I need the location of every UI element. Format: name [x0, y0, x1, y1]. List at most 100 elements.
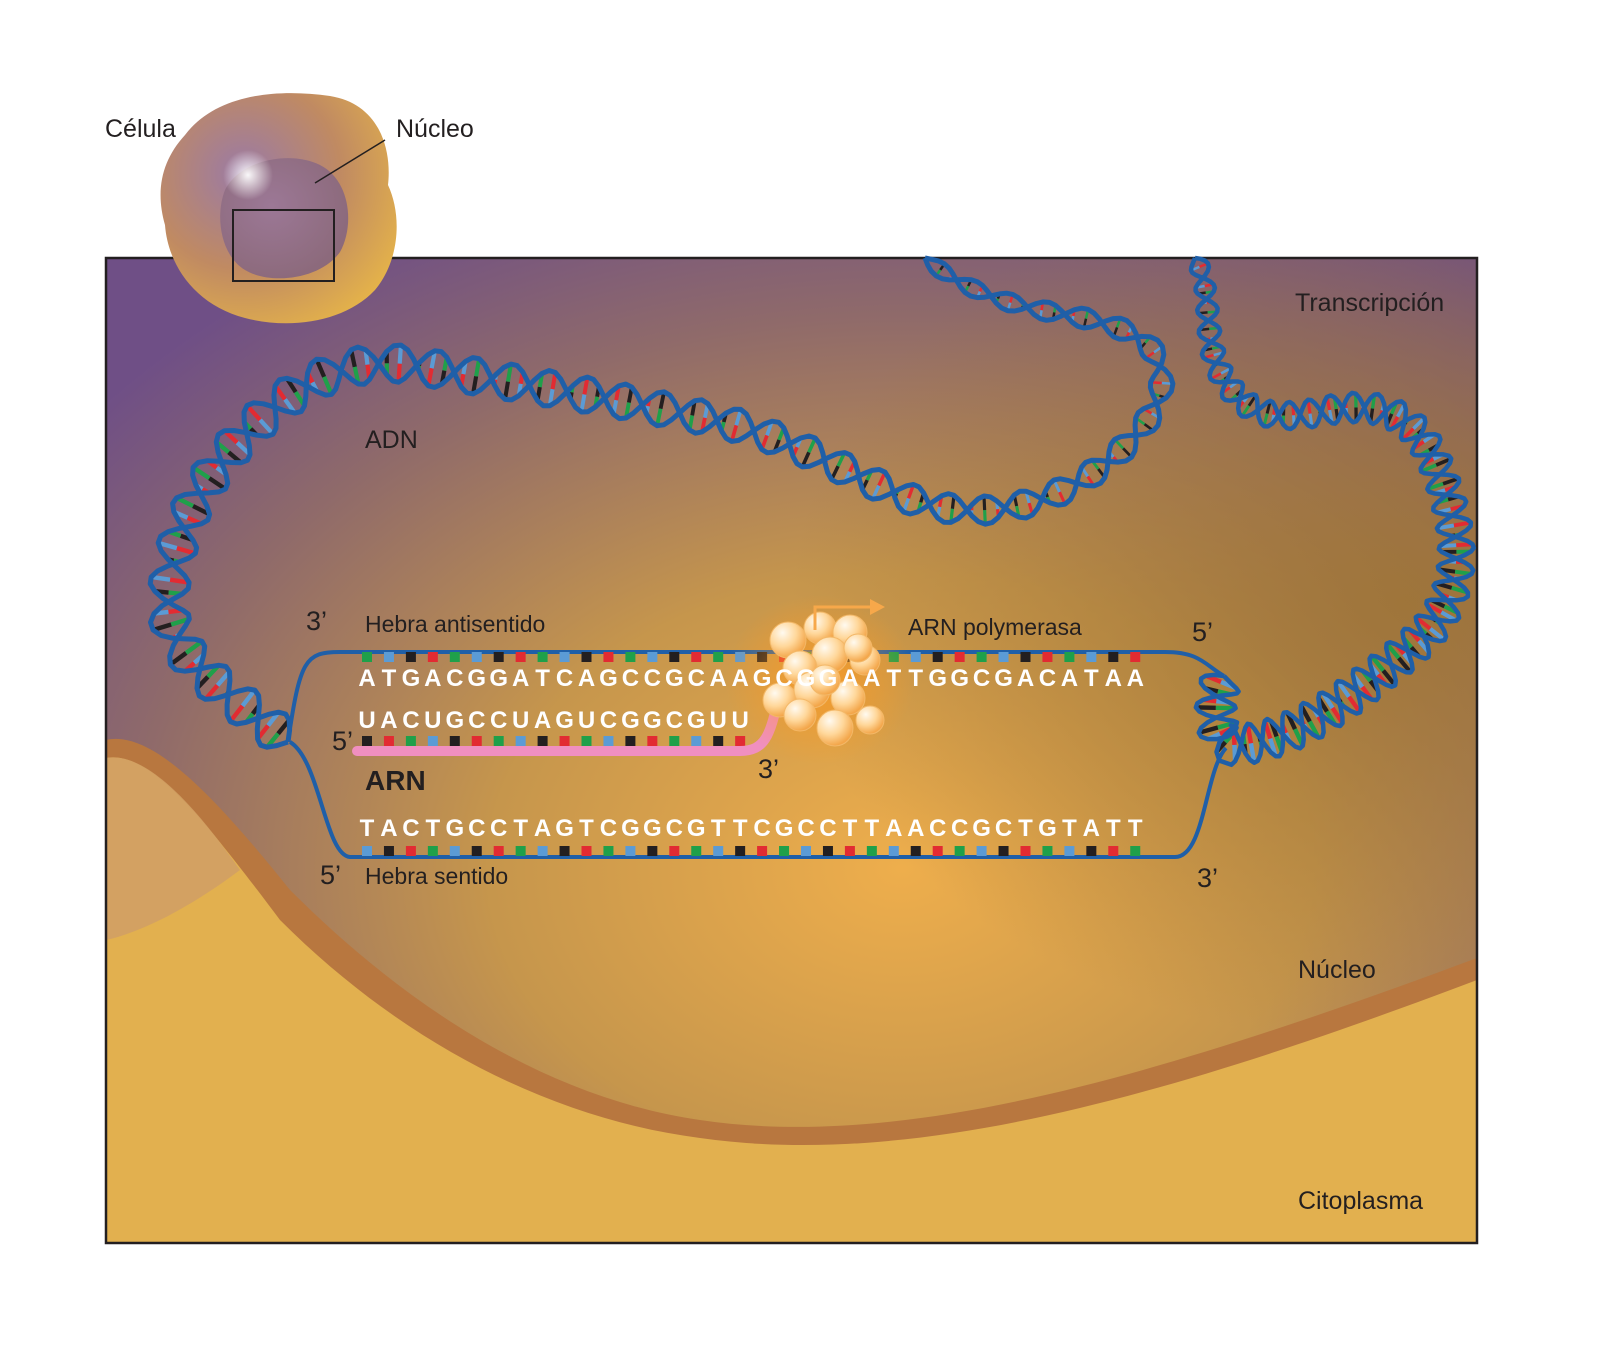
nucleotide-letter: G: [687, 815, 706, 842]
base-tick: [384, 652, 394, 662]
nucleotide-letter: C: [402, 707, 419, 734]
base-tick: [494, 846, 504, 856]
base-tick: [647, 846, 657, 856]
antisense-3-end: 3’: [306, 606, 327, 636]
base-tick: [494, 736, 504, 746]
nucleotide-letter: C: [622, 665, 639, 692]
base-tick: [1021, 846, 1031, 856]
nucleotide-letter: G: [775, 815, 794, 842]
nucleotide-letter: G: [489, 665, 508, 692]
nucleotide-letter: G: [687, 707, 706, 734]
nucleotide-letter: A: [710, 665, 727, 692]
nucleotide-letter: T: [908, 665, 923, 692]
base-tick: [669, 736, 679, 746]
base-tick: [450, 846, 460, 856]
base-tick: [757, 846, 767, 856]
nucleotide-letter: A: [907, 815, 924, 842]
base-tick: [384, 736, 394, 746]
base-tick: [1021, 652, 1031, 662]
nucleotide-letter: G: [643, 707, 662, 734]
base-tick: [889, 846, 899, 856]
nucleotide-letter: G: [1038, 815, 1057, 842]
nucleotide-letter: C: [644, 665, 661, 692]
nucleotide-letter: C: [556, 665, 573, 692]
base-tick: [472, 652, 482, 662]
nucleotide-letter: C: [446, 665, 463, 692]
nucleotide-letter: G: [753, 665, 772, 692]
nucleotide-letter: C: [402, 815, 419, 842]
sense-3-end: 3’: [1197, 863, 1218, 893]
base-tick: [713, 652, 723, 662]
nucleotide-letter: C: [929, 815, 946, 842]
nucleotide-letter: U: [512, 707, 529, 734]
base-tick: [999, 652, 1009, 662]
nucleotide-letter: C: [995, 815, 1012, 842]
base-tick: [472, 846, 482, 856]
nucleotide-letter: C: [666, 707, 683, 734]
nucleotide-letter: T: [360, 815, 375, 842]
base-tick: [955, 652, 965, 662]
base-tick: [560, 736, 570, 746]
base-tick: [362, 652, 372, 662]
nucleotide-letter: C: [666, 815, 683, 842]
base-tick: [582, 846, 592, 856]
base-tick: [450, 736, 460, 746]
base-tick: [691, 846, 701, 856]
nucleotide-letter: G: [555, 707, 574, 734]
base-tick: [647, 736, 657, 746]
base-tick: [955, 846, 965, 856]
nucleotide-letter: G: [621, 707, 640, 734]
base-tick: [384, 846, 394, 856]
rna-label: ARN: [365, 765, 426, 796]
nucleotide-letter: U: [358, 707, 375, 734]
rna-5-end: 5’: [332, 726, 353, 756]
nucleotide-letter: A: [534, 707, 551, 734]
base-tick: [713, 736, 723, 746]
nucleotide-letter: C: [753, 815, 770, 842]
base-tick: [428, 652, 438, 662]
dna-label: ADN: [365, 426, 418, 454]
nucleotide-letter: T: [886, 665, 901, 692]
base-tick: [582, 652, 592, 662]
nucleotide-letter: A: [863, 665, 880, 692]
nucleotide-letter: A: [731, 665, 748, 692]
base-tick: [779, 846, 789, 856]
cell-label: Célula: [105, 115, 176, 143]
nucleotide-letter: G: [643, 815, 662, 842]
nucleotide-letter: A: [1105, 665, 1122, 692]
base-tick: [735, 736, 745, 746]
nucleotide-letter: A: [1061, 665, 1078, 692]
nucleotide-letter: T: [711, 815, 726, 842]
nucleotide-letter: A: [841, 665, 858, 692]
nucleotide-letter: G: [819, 665, 838, 692]
base-tick: [1042, 846, 1052, 856]
nucleotide-letter: C: [468, 815, 485, 842]
cell-highlight: [223, 150, 273, 200]
base-tick: [1042, 652, 1052, 662]
base-tick: [867, 846, 877, 856]
nucleotide-letter: A: [380, 707, 397, 734]
base-tick: [691, 652, 701, 662]
nucleotide-letter: C: [490, 815, 507, 842]
base-tick: [494, 652, 504, 662]
nucleotide-letter: T: [513, 815, 528, 842]
nucleotide-letter: T: [1018, 815, 1033, 842]
base-tick: [450, 652, 460, 662]
base-tick: [472, 736, 482, 746]
polymerase-subunit: [784, 699, 816, 731]
base-tick: [625, 736, 635, 746]
base-tick: [406, 652, 416, 662]
base-tick: [911, 846, 921, 856]
base-tick: [1108, 652, 1118, 662]
nucleotide-letter: G: [621, 815, 640, 842]
nucleotide-letter: A: [578, 665, 595, 692]
base-tick: [603, 736, 613, 746]
nucleotide-letter: U: [424, 707, 441, 734]
nucleotide-letter: G: [797, 665, 816, 692]
nucleotide-letter: T: [426, 815, 441, 842]
nucleotide-letter: A: [512, 665, 529, 692]
base-tick: [538, 846, 548, 856]
cytoplasm-label: Citoplasma: [1298, 1187, 1423, 1215]
base-tick: [516, 652, 526, 662]
nucleotide-letter: T: [382, 665, 397, 692]
